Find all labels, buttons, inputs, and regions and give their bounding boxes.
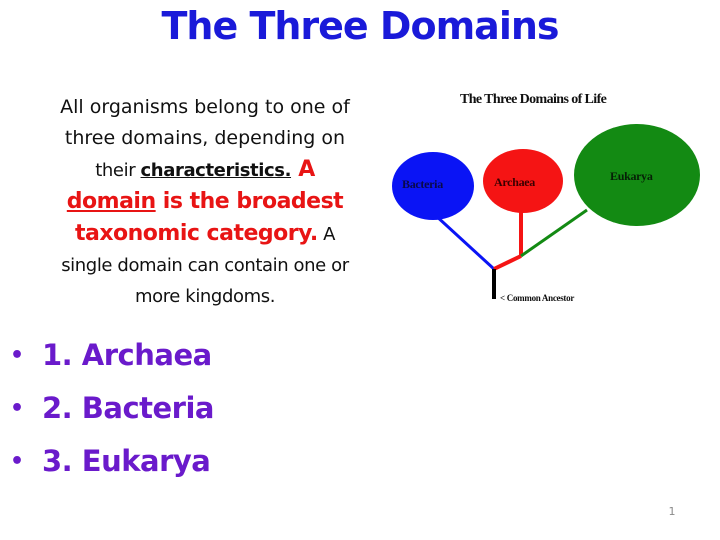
characteristics-term: characteristics. (140, 160, 292, 181)
para-line-6: single domain can contain one or (61, 255, 349, 276)
para-red-taxonomic: taxonomic category. (74, 221, 318, 246)
para-line-4: domain is the broadest (30, 186, 380, 218)
list-item-eukarya: • 3. Eukarya (10, 441, 214, 494)
list-item-text: 1. Archaea (42, 338, 212, 372)
para-tail-a: A (317, 224, 336, 245)
para-line-2: three domains, depending on (64, 127, 346, 149)
para-line-7: more kingdoms. (134, 286, 276, 307)
para-line-3: their characteristics. A (30, 154, 380, 186)
bullet-dot-icon: • (10, 343, 24, 368)
list-item-archaea: • 1. Archaea (10, 335, 214, 388)
diagram-title: The Three Domains of Life (460, 92, 607, 107)
archaea-connector (493, 254, 522, 271)
eukarya-node (574, 124, 700, 226)
slide-title: The Three Domains (161, 4, 559, 48)
domain-list: • 1. Archaea • 2. Bacteria • 3. Eukarya (10, 335, 215, 494)
bullet-dot-icon: • (10, 396, 24, 421)
eukarya-label: Eukarya (610, 169, 653, 183)
bacteria-label: Bacteria (402, 177, 443, 191)
para-line-5: taxonomic category. A (30, 218, 380, 250)
list-item-text: 2. Bacteria (42, 391, 215, 425)
page-number: 1 (668, 505, 676, 518)
bacteria-branch (432, 212, 496, 271)
intro-paragraph: All organisms belong to one of three dom… (30, 92, 380, 312)
archaea-node (483, 149, 563, 213)
three-domains-diagram: The Three Domains of Life Bacteria Archa… (380, 88, 720, 318)
common-ancestor-label: < Common Ancestor (500, 293, 575, 303)
para-red-broadest: is the broadest (155, 189, 344, 214)
para-line-1: All organisms belong to one of (60, 96, 350, 118)
list-item-bacteria: • 2. Bacteria (10, 388, 215, 441)
list-item-text: 3. Eukarya (42, 444, 211, 478)
para-red-a: A (291, 157, 315, 182)
archaea-label: Archaea (494, 175, 536, 189)
para-their: their (95, 160, 141, 181)
domain-tree-graphic (392, 124, 700, 299)
eukarya-branch (520, 208, 588, 258)
bullet-dot-icon: • (10, 449, 24, 474)
domain-term: domain (66, 189, 156, 214)
bacteria-node (392, 152, 474, 220)
